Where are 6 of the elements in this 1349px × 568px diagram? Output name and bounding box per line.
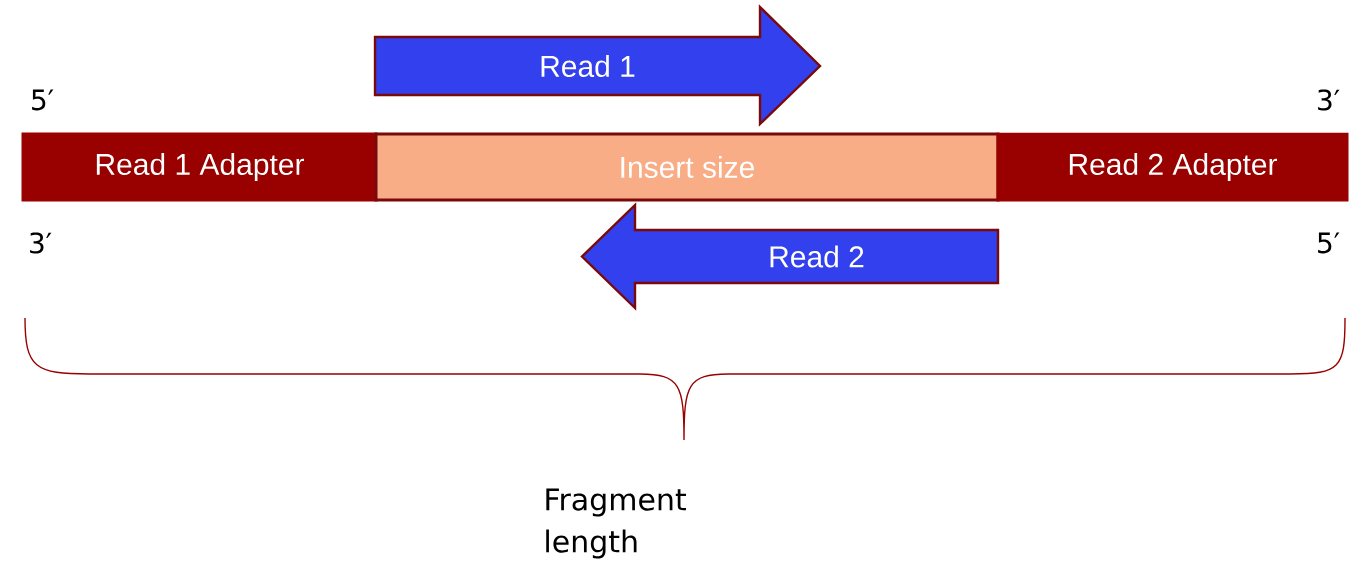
strand-end-label: 3′: [30, 232, 52, 254]
brace-label: Fragment length: [546, 488, 686, 559]
strand-end-label: 5′: [1318, 232, 1340, 254]
bar-segment: Read 1 Adapter: [21, 132, 378, 202]
bar-segment: Insert size: [374, 132, 1000, 202]
bar-segment: Read 2 Adapter: [996, 132, 1349, 202]
